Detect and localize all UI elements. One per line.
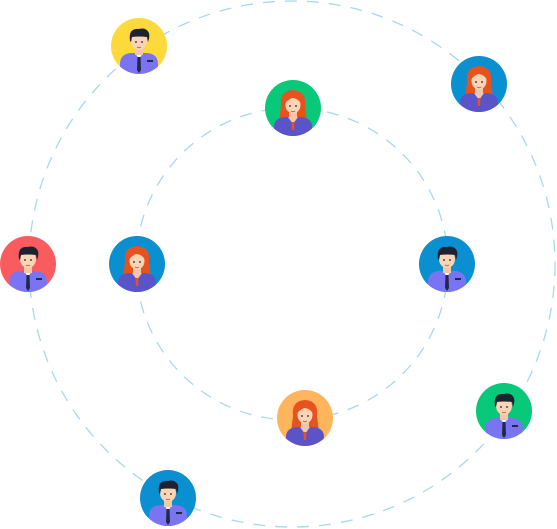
woman-avatar-icon	[109, 236, 165, 292]
woman-avatar-icon	[265, 80, 321, 136]
avatar-group	[0, 18, 532, 526]
woman-avatar-icon	[451, 56, 507, 112]
man-avatar-icon	[140, 470, 196, 526]
man-avatar-icon	[476, 383, 532, 439]
man-avatar-icon	[111, 18, 167, 74]
man-avatar-icon	[0, 236, 56, 292]
woman-avatar-icon	[277, 390, 333, 446]
man-avatar-icon	[419, 236, 475, 292]
inner-orbit-ring	[135, 107, 449, 421]
